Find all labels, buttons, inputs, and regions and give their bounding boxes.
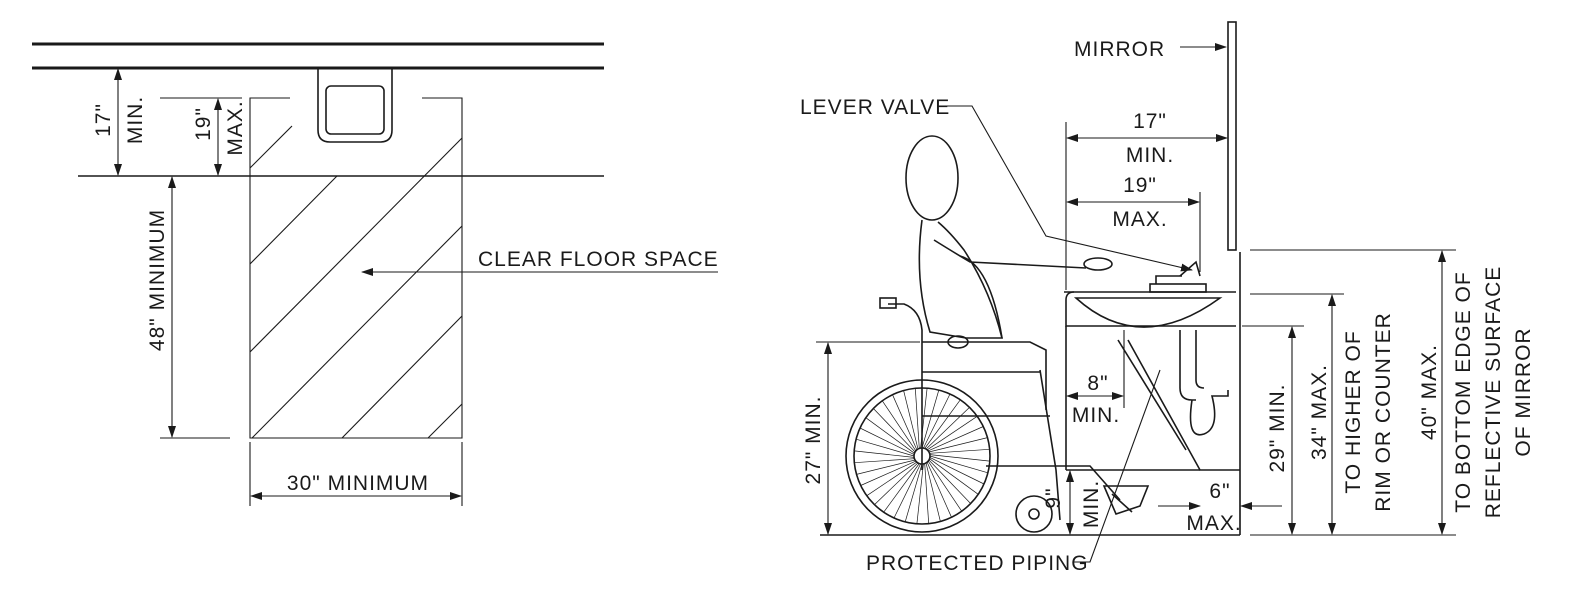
lavatory-elevation (1064, 260, 1240, 471)
dim-27-label: 27" MIN. (802, 396, 825, 485)
dim-19-note: MAX. (1112, 208, 1167, 231)
wheel-spoke (926, 461, 952, 518)
dim-8-note: MIN. (1072, 404, 1120, 427)
wheel-spoke (929, 455, 988, 474)
dim-40-note-3: OF MIRROR (1512, 327, 1535, 456)
wheel-spoke (854, 458, 915, 464)
wheel-spoke (929, 458, 979, 495)
dim-34-label: 34" MAX. (1308, 364, 1331, 460)
wheel-spoke (926, 416, 978, 451)
wheel-spoke (873, 408, 916, 453)
wheel-spoke (860, 460, 917, 486)
dim-6-label: 6" (1209, 480, 1230, 503)
dim-19-label: 19" (192, 107, 215, 141)
protected-piping-leader (1074, 369, 1161, 563)
wheel-spoke (903, 390, 919, 450)
wheel-spoke (925, 407, 970, 450)
wheel-spoke (928, 437, 988, 453)
wheelchair-figure (845, 297, 1150, 533)
wheel-spoke (929, 457, 985, 485)
dim-6-note: MAX. (1186, 512, 1241, 535)
wheelchair-caster (1015, 495, 1053, 533)
wheel-spoke (856, 459, 916, 475)
wheel-spoke (927, 460, 962, 512)
wheel-spoke (916, 463, 924, 524)
dim-34-note-2: RIM OR COUNTER (1372, 312, 1395, 512)
protected-piping-label: PROTECTED PIPING (866, 552, 1089, 575)
wheel-spoke (854, 450, 915, 458)
wheel-spoke (928, 459, 971, 504)
dim-40-label: 40" MAX. (1418, 344, 1441, 440)
wheel-spoke (923, 393, 951, 449)
dim-8-label: 8" (1087, 372, 1108, 395)
dim-9-note: MIN. (1080, 480, 1103, 528)
dim-17-note: MIN. (1126, 144, 1174, 167)
wheel-spoke (929, 454, 990, 462)
wheel-spoke (921, 390, 940, 449)
wheel-spoke (874, 462, 919, 505)
dim-34-note-1: TO HIGHER OF (1342, 330, 1365, 493)
dim-17-label: 17" (1133, 110, 1167, 133)
wheel-spoke (924, 399, 961, 449)
dim-30-label: 30" MINIMUM (287, 472, 429, 495)
wheel-spoke (914, 388, 920, 449)
dim-40-note-2: REFLECTIVE SURFACE (1482, 266, 1505, 519)
wheel-spoke (927, 426, 984, 452)
wheel-spoke (904, 463, 923, 522)
dim-40-note-1: TO BOTTOM EDGE OF (1452, 271, 1475, 512)
mirror-plate (1227, 21, 1237, 251)
dim-9-label: 9" (1042, 487, 1065, 508)
wheel-spoke (893, 463, 921, 519)
elevation-view: MIRROR LEVER VALVE 17" MIN. 19" MAX. (800, 21, 1535, 575)
dim-19-note: MAX. (224, 100, 247, 155)
lever-valve-label: LEVER VALVE (800, 96, 950, 119)
wheel-spoke (929, 448, 990, 454)
plan-view: 17" MIN. 19" MAX. 48" MINIMUM 30" MINIMU… (32, 42, 719, 506)
lever-valve-leader (946, 105, 1193, 272)
dim-29-label: 29" MIN. (1266, 384, 1289, 473)
wheel-spoke (883, 463, 920, 513)
wheel-spoke (866, 461, 918, 496)
wheel-spoke (925, 462, 941, 522)
dim-17-label: 17" (92, 103, 115, 137)
seated-person-figure (905, 135, 1113, 349)
wheel-spoke (865, 417, 915, 454)
clear-floor-space-area (249, 97, 463, 439)
wheel-spoke (859, 427, 915, 455)
clear-floor-space-label: CLEAR FLOOR SPACE (478, 248, 719, 271)
wheel-spoke (892, 394, 918, 451)
dim-48-label: 48" MINIMUM (146, 209, 169, 351)
wheel-spoke (924, 463, 930, 524)
mirror-label: MIRROR (1074, 38, 1165, 61)
lavatory-plan-icon (317, 68, 393, 143)
wheel-spoke (882, 400, 917, 452)
dim-19-label: 19" (1123, 174, 1157, 197)
dim-17-note: MIN. (124, 96, 147, 144)
wheel-spoke (856, 438, 915, 457)
